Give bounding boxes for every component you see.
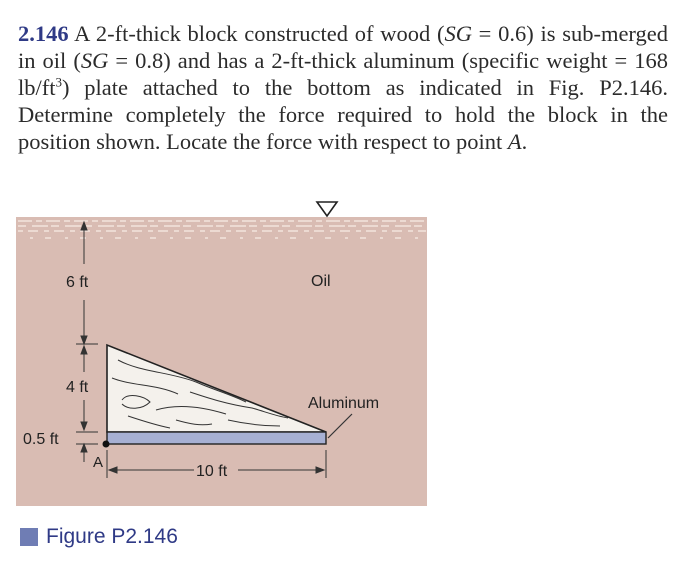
dimension-half-ft bbox=[76, 442, 98, 462]
figure-diagram: 6 ft 4 ft 0.5 ft 10 ft A Oil Aluminum bbox=[16, 201, 427, 506]
aluminum-leader bbox=[327, 413, 353, 439]
label-aluminum: Aluminum bbox=[308, 395, 379, 412]
label-oil: Oil bbox=[311, 273, 331, 290]
wood-grain bbox=[111, 359, 289, 429]
point-a-reference: A bbox=[507, 129, 522, 154]
aluminum-plate bbox=[106, 431, 327, 445]
label-10ft: 10 ft bbox=[196, 463, 228, 480]
problem-text-2: = 0.6) is sub-merged in oil ( bbox=[18, 21, 668, 73]
dimension-10ft bbox=[106, 450, 327, 478]
figure-caption: Figure P2.146 bbox=[20, 525, 178, 549]
label-point-a: A bbox=[93, 454, 103, 471]
label-half-ft: 0.5 ft bbox=[23, 431, 59, 448]
problem-text-1: A 2-ft-thick block constructed of wood ( bbox=[68, 21, 445, 46]
point-a-marker bbox=[102, 440, 110, 448]
dimension-4ft bbox=[76, 344, 98, 433]
dimension-6ft bbox=[76, 220, 98, 346]
problem-number: 2.146 bbox=[18, 21, 69, 46]
caption-text: Figure P2.146 bbox=[46, 525, 178, 548]
problem-text-5: . bbox=[521, 129, 528, 154]
free-surface-icon bbox=[315, 201, 339, 218]
sg-symbol-2: SG bbox=[80, 48, 109, 73]
caption-square-icon bbox=[20, 528, 38, 546]
problem-statement: 2.146 A 2-ft-thick block constructed of … bbox=[18, 20, 668, 155]
label-6ft: 6 ft bbox=[66, 274, 89, 291]
problem-text-3: = 0.8) and has a 2-ft-thick aluminum (sp… bbox=[18, 48, 668, 100]
problem-text-4: ) plate attached to the bottom as indica… bbox=[18, 75, 668, 154]
exponent: 3 bbox=[55, 74, 63, 90]
sg-symbol-1: SG bbox=[444, 21, 472, 46]
label-4ft: 4 ft bbox=[66, 379, 89, 396]
